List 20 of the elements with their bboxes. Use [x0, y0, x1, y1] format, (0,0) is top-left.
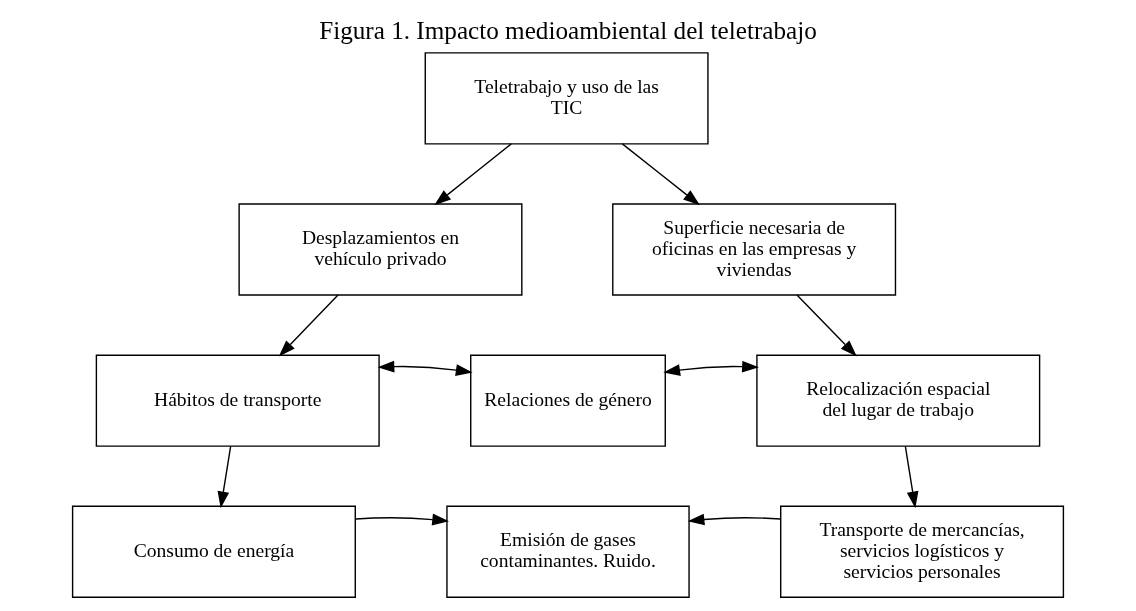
- node-box: Emisión de gases contaminantes. Ruido.: [446, 505, 690, 598]
- node-box: Consumo de energía: [71, 505, 356, 598]
- diagram-title: Figura 1. Impacto medioambiental del teletrabajo: [319, 17, 817, 45]
- arrow: [687, 513, 782, 526]
- node-box: Relaciones de género: [470, 354, 666, 447]
- node-box: Desplazamientos en vehículo privado: [238, 203, 523, 296]
- node-box: Relocalización espacial del lugar de trabajo: [756, 354, 1041, 447]
- node-box: Hábitos de transporte: [95, 354, 380, 447]
- arrow: [355, 513, 450, 526]
- arrow: [904, 445, 919, 509]
- node-box: Transporte de mercancías, servicios logísticos y servicios personales: [780, 505, 1065, 598]
- arrow: [621, 143, 700, 206]
- arrow: [663, 360, 759, 376]
- arrow: [434, 143, 512, 206]
- arrow: [796, 294, 857, 357]
- arrow: [377, 360, 473, 376]
- arrow: [217, 445, 232, 509]
- node-box: Superficie necesaria de oficinas en las empresas y viviendas: [612, 203, 897, 296]
- node-box: Teletrabajo y uso de las TIC: [424, 52, 709, 145]
- arrow: [278, 294, 339, 357]
